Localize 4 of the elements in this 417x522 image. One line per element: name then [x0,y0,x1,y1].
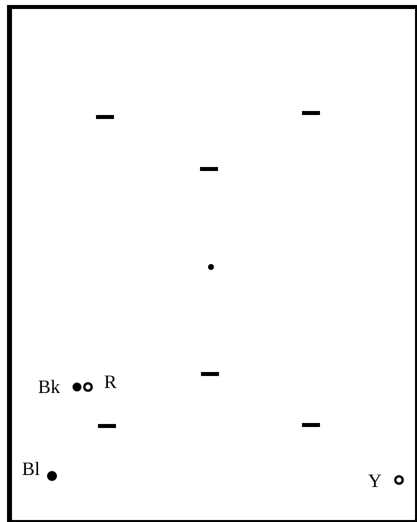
terminal-label: Y [368,472,382,491]
terminal-label: Bk [38,378,60,397]
terminal-label: R [104,373,117,392]
terminal-label: Bl [22,460,40,479]
